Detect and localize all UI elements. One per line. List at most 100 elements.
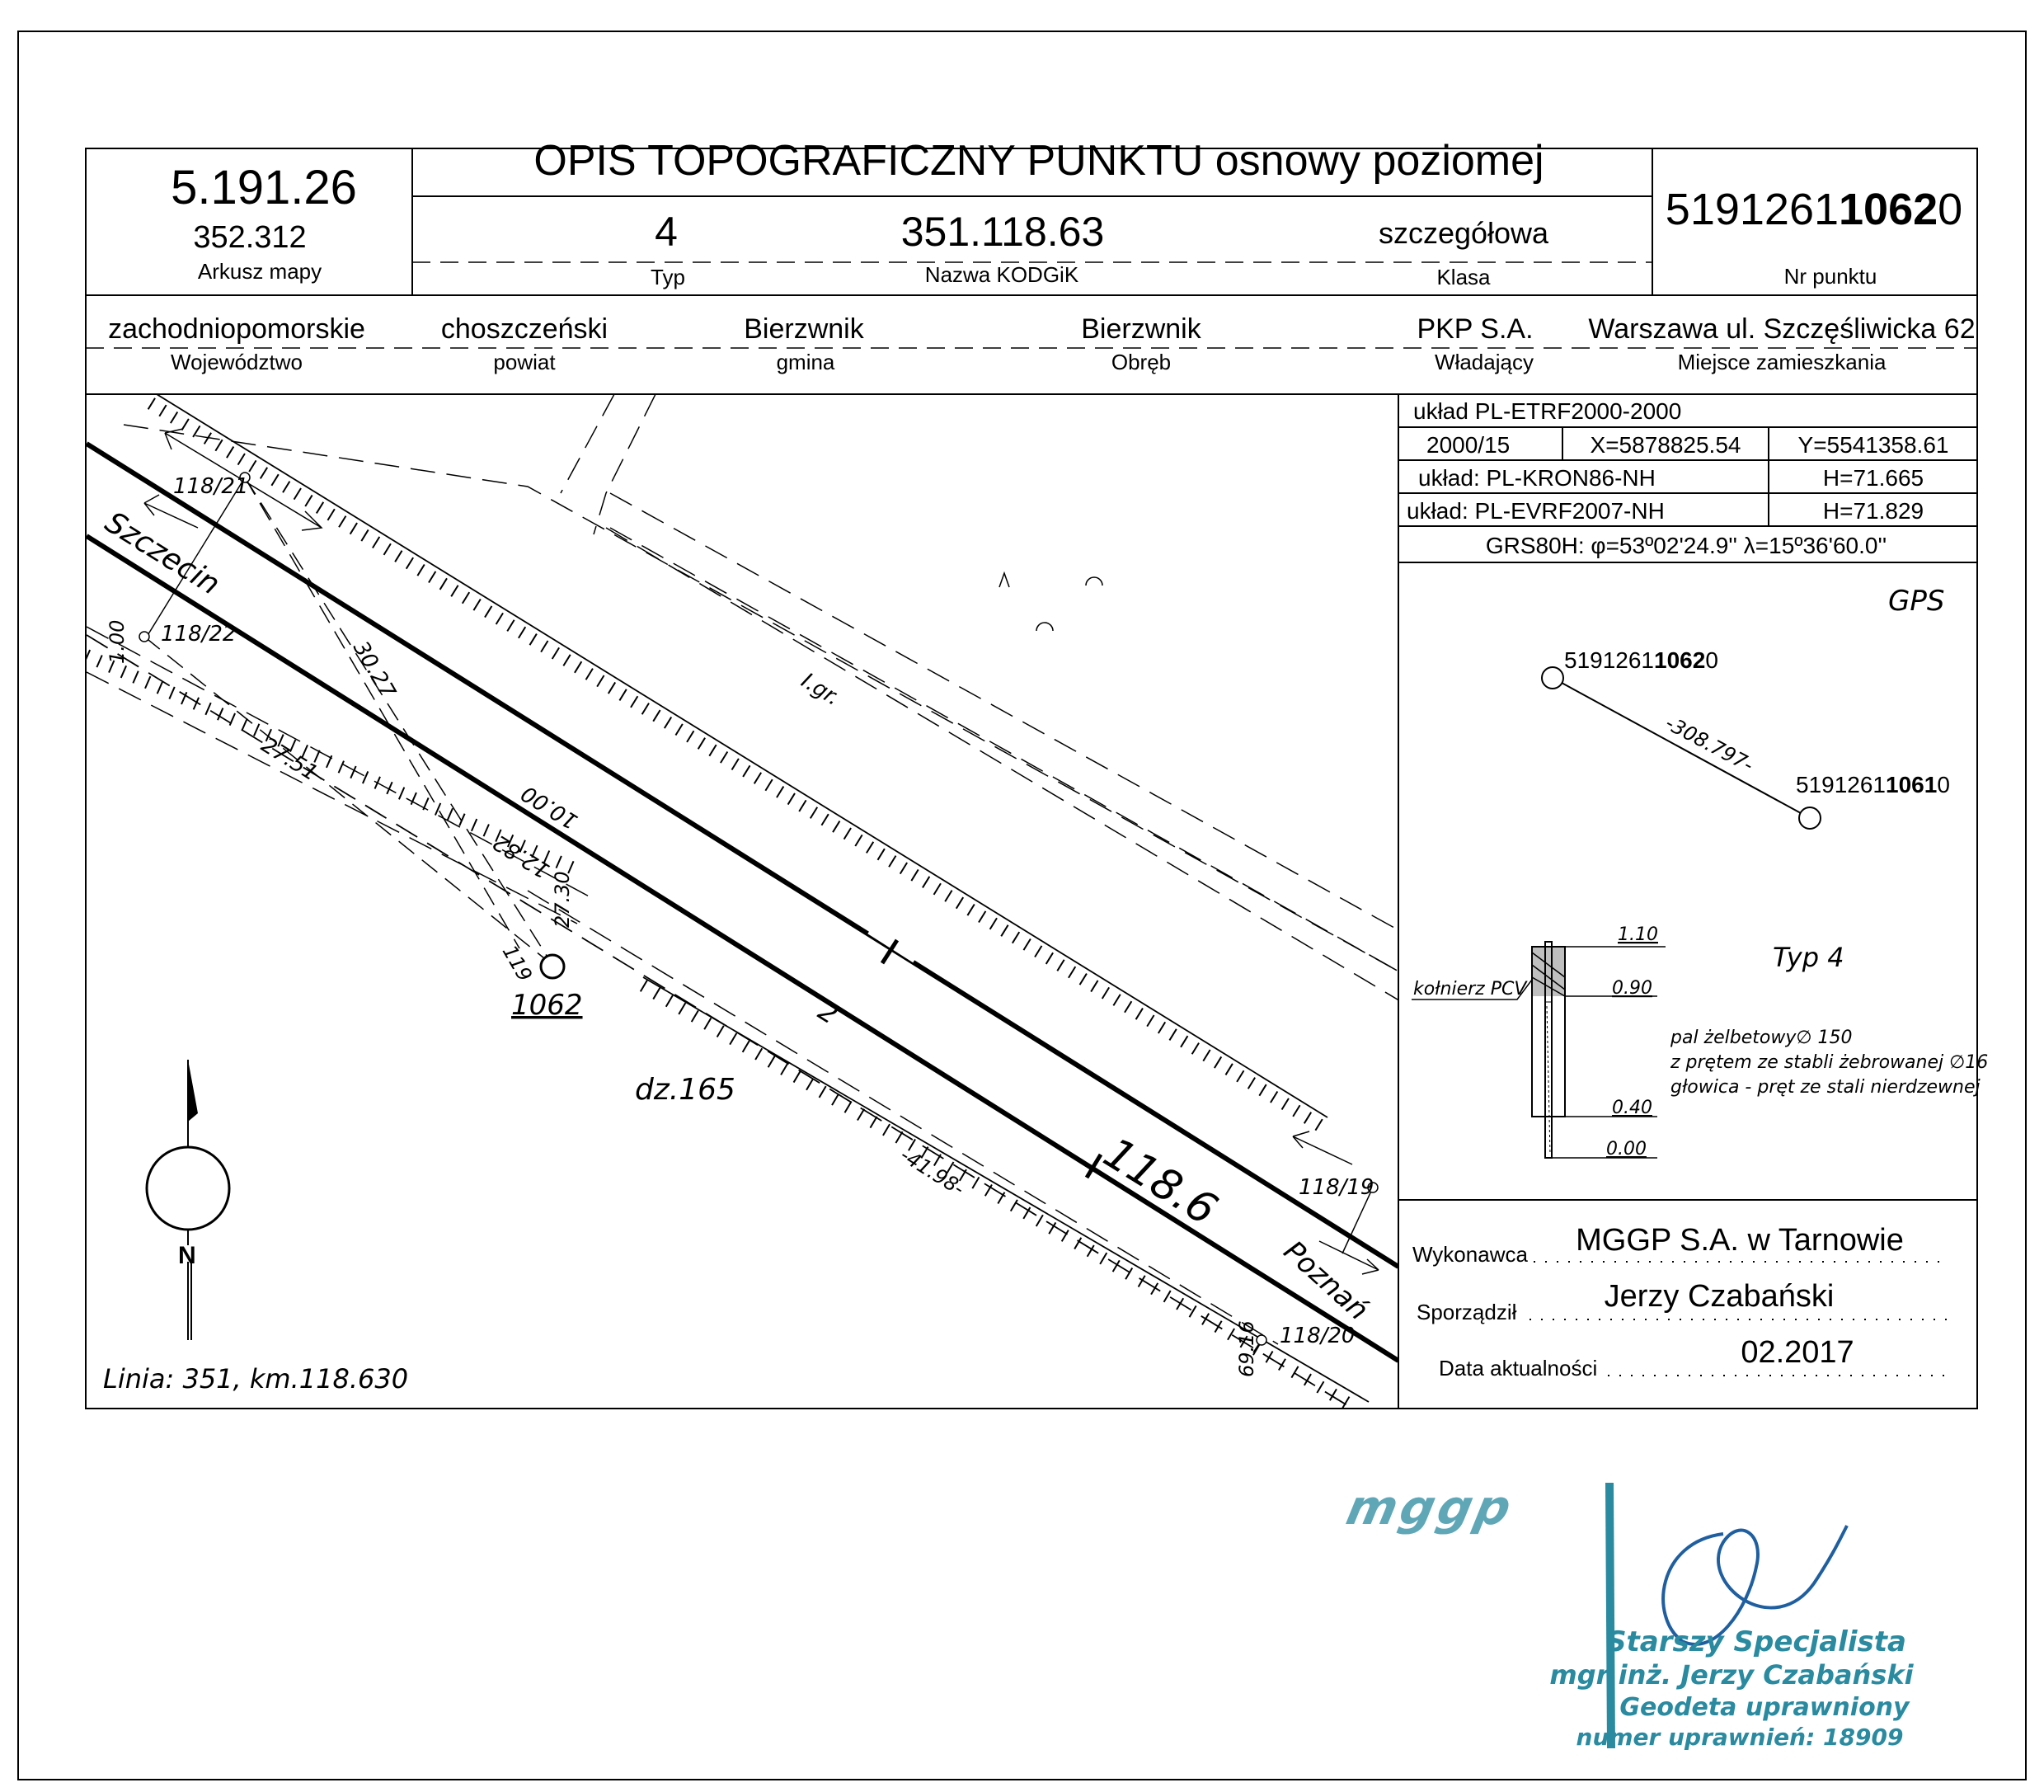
road-boundary [609,492,1398,931]
leader-118-19 [1342,1187,1374,1254]
map-symbol [1085,576,1103,586]
gps-point-b [1798,807,1821,830]
gmina-value: Bierzwnik [744,313,864,345]
surveyor-stamp: mggp Starszy Specjalista mgr inż. Jerzy … [1342,1480,1914,1751]
stamp-line-4: numer uprawnień: 18909 [1576,1724,1904,1751]
body-frame [85,393,1978,1409]
track-2 [87,534,1398,1363]
powiat-label: powiat [493,350,556,374]
kron-label: układ: PL-KRON86-NH [1418,465,1656,491]
sporzadzil-label: Sporządził [1417,1300,1517,1324]
road-boundary [605,527,1398,1001]
point-118-19 [1367,1182,1379,1193]
gps-distance: -308.797- [1661,712,1757,777]
leader-118-21 [146,477,246,637]
label-118-21: 118/21 [173,474,248,499]
label-118-20: 118/20 [1280,1324,1355,1348]
kodgik-label: Nazwa KODGiK [925,262,1079,287]
wojewodztwo-value: zachodniopomorskie [108,313,365,345]
klasa-label: Klasa [1436,265,1491,289]
typ-detail-title: Typ 4 [1773,942,1844,973]
evrf-label: układ: PL-EVRF2007-NH [1407,498,1665,524]
road-boundary [123,424,1398,972]
north-arrow-icon [145,1060,231,1340]
coord-system: układ PL-ETRF2000-2000 [1413,398,1681,424]
sheet-number-box [85,148,413,296]
ray-118-21 [244,477,553,966]
point-118-20 [1256,1334,1267,1346]
flange-label: kołnierz PCV [1413,979,1528,999]
label-parcel: dz.165 [635,1073,735,1107]
coord-x: X=5878825.54 [1591,432,1741,458]
page-frame [17,31,2027,1780]
typ-desc-2: z prętem ze stabli żebrowanej ∅16 [1670,1052,1988,1073]
gps-point-b-label: 519126110610 [1796,772,1950,797]
label-118-22: 118/22 [161,622,236,647]
page-title: OPIS TOPOGRAFICZNY PUNKTU osnowy poziome… [533,137,1544,185]
monument-detail [1412,941,1666,1159]
gps-vector [1552,677,1811,819]
track-2-gap [810,980,860,1017]
sheet-number: 5.191.26 [171,161,357,214]
klasa-value: szczegółowa [1379,216,1549,250]
parcel-boundary [609,527,1398,972]
embankment-top [156,395,1328,1118]
road-edge [560,395,615,494]
embankment-bottom-line [642,976,1370,1403]
point-118-21 [239,472,251,483]
miejsce-label: Miejsce zamieszkania [1678,350,1887,374]
arrow-szczecin-2 [143,494,199,529]
track-1-tick [880,938,900,965]
typ-desc-3: głowica - pręt ze stali nierdzewnej [1670,1077,1981,1098]
label-linia: Linia: 351, km.118.630 [103,1363,408,1395]
wykonawca-value: MGGP S.A. w Tarnowie [1576,1223,1904,1258]
ray-118-21-b [244,477,520,949]
map-symbol [1036,622,1054,632]
label-119: 119 [498,941,537,985]
grs-coords: GRS80H: φ=53º02'24.9'' λ=15º36'60.0'' [1486,533,1887,558]
dashed-offset [87,671,578,924]
label-track-2: 2 [813,995,843,1031]
typ-desc-1: pal żelbetowy∅ 150 [1670,1028,1853,1048]
label-3027: 30.27 [348,637,400,703]
label-igr: I.gr. [796,668,843,710]
kron-h: H=71.665 [1823,465,1924,491]
label-100-left: 1.00 [106,620,129,664]
depth-090: 0.90 [1612,978,1652,999]
data-value: 02.2017 [1741,1335,1854,1370]
point-number: 519126110620 [1666,185,1962,234]
gps-point-a-label: 519126110620 [1564,647,1718,673]
wykonawca-label: Wykonawca [1412,1242,1528,1267]
wojewodztwo-label: Województwo [171,350,303,374]
typ-value: 4 [655,209,678,255]
coord-y: Y=5541358.61 [1798,432,1949,458]
km-tick [1084,1153,1103,1179]
map-symbol [999,571,1010,588]
stamp-line-2: mgr inż. Jerzy Czabański [1549,1659,1914,1691]
arrow-poznan [1292,1131,1353,1165]
depth-040: 0.40 [1612,1098,1652,1118]
label-1282: 12.82 [489,830,554,883]
point-number-label: Nr punktu [1784,264,1877,289]
map-sketch: 118/21 118/22 118/19 118/20 119 1062 Szc… [87,395,1398,1408]
ray-118-22 [143,636,553,966]
coord-zone: 2000/15 [1426,432,1510,458]
stamp-logo: mggp [1342,1480,1519,1536]
sporzadzil-value: Jerzy Czabański [1605,1279,1835,1314]
label-118-19: 118/19 [1299,1175,1374,1200]
signature [1661,1525,1849,1646]
dashed-offset [527,890,1279,1345]
point-118-22 [139,631,150,642]
sheet-label: Arkusz mapy [198,259,322,284]
obreb-label: Obręb [1111,350,1171,374]
gps-label: GPS [1888,585,1944,618]
label-2730: 27.30 [551,871,574,928]
arrow-poznan-2 [1318,1240,1379,1275]
depth-000: 0.00 [1606,1139,1647,1159]
sheet-subnumber: 352.312 [193,220,306,255]
gps-point-a [1541,666,1564,689]
point-1062-symbol [539,953,566,980]
miejsce-value: Warszawa ul. Szczęśliwicka 62 [1588,313,1975,345]
road-edge [593,395,656,535]
